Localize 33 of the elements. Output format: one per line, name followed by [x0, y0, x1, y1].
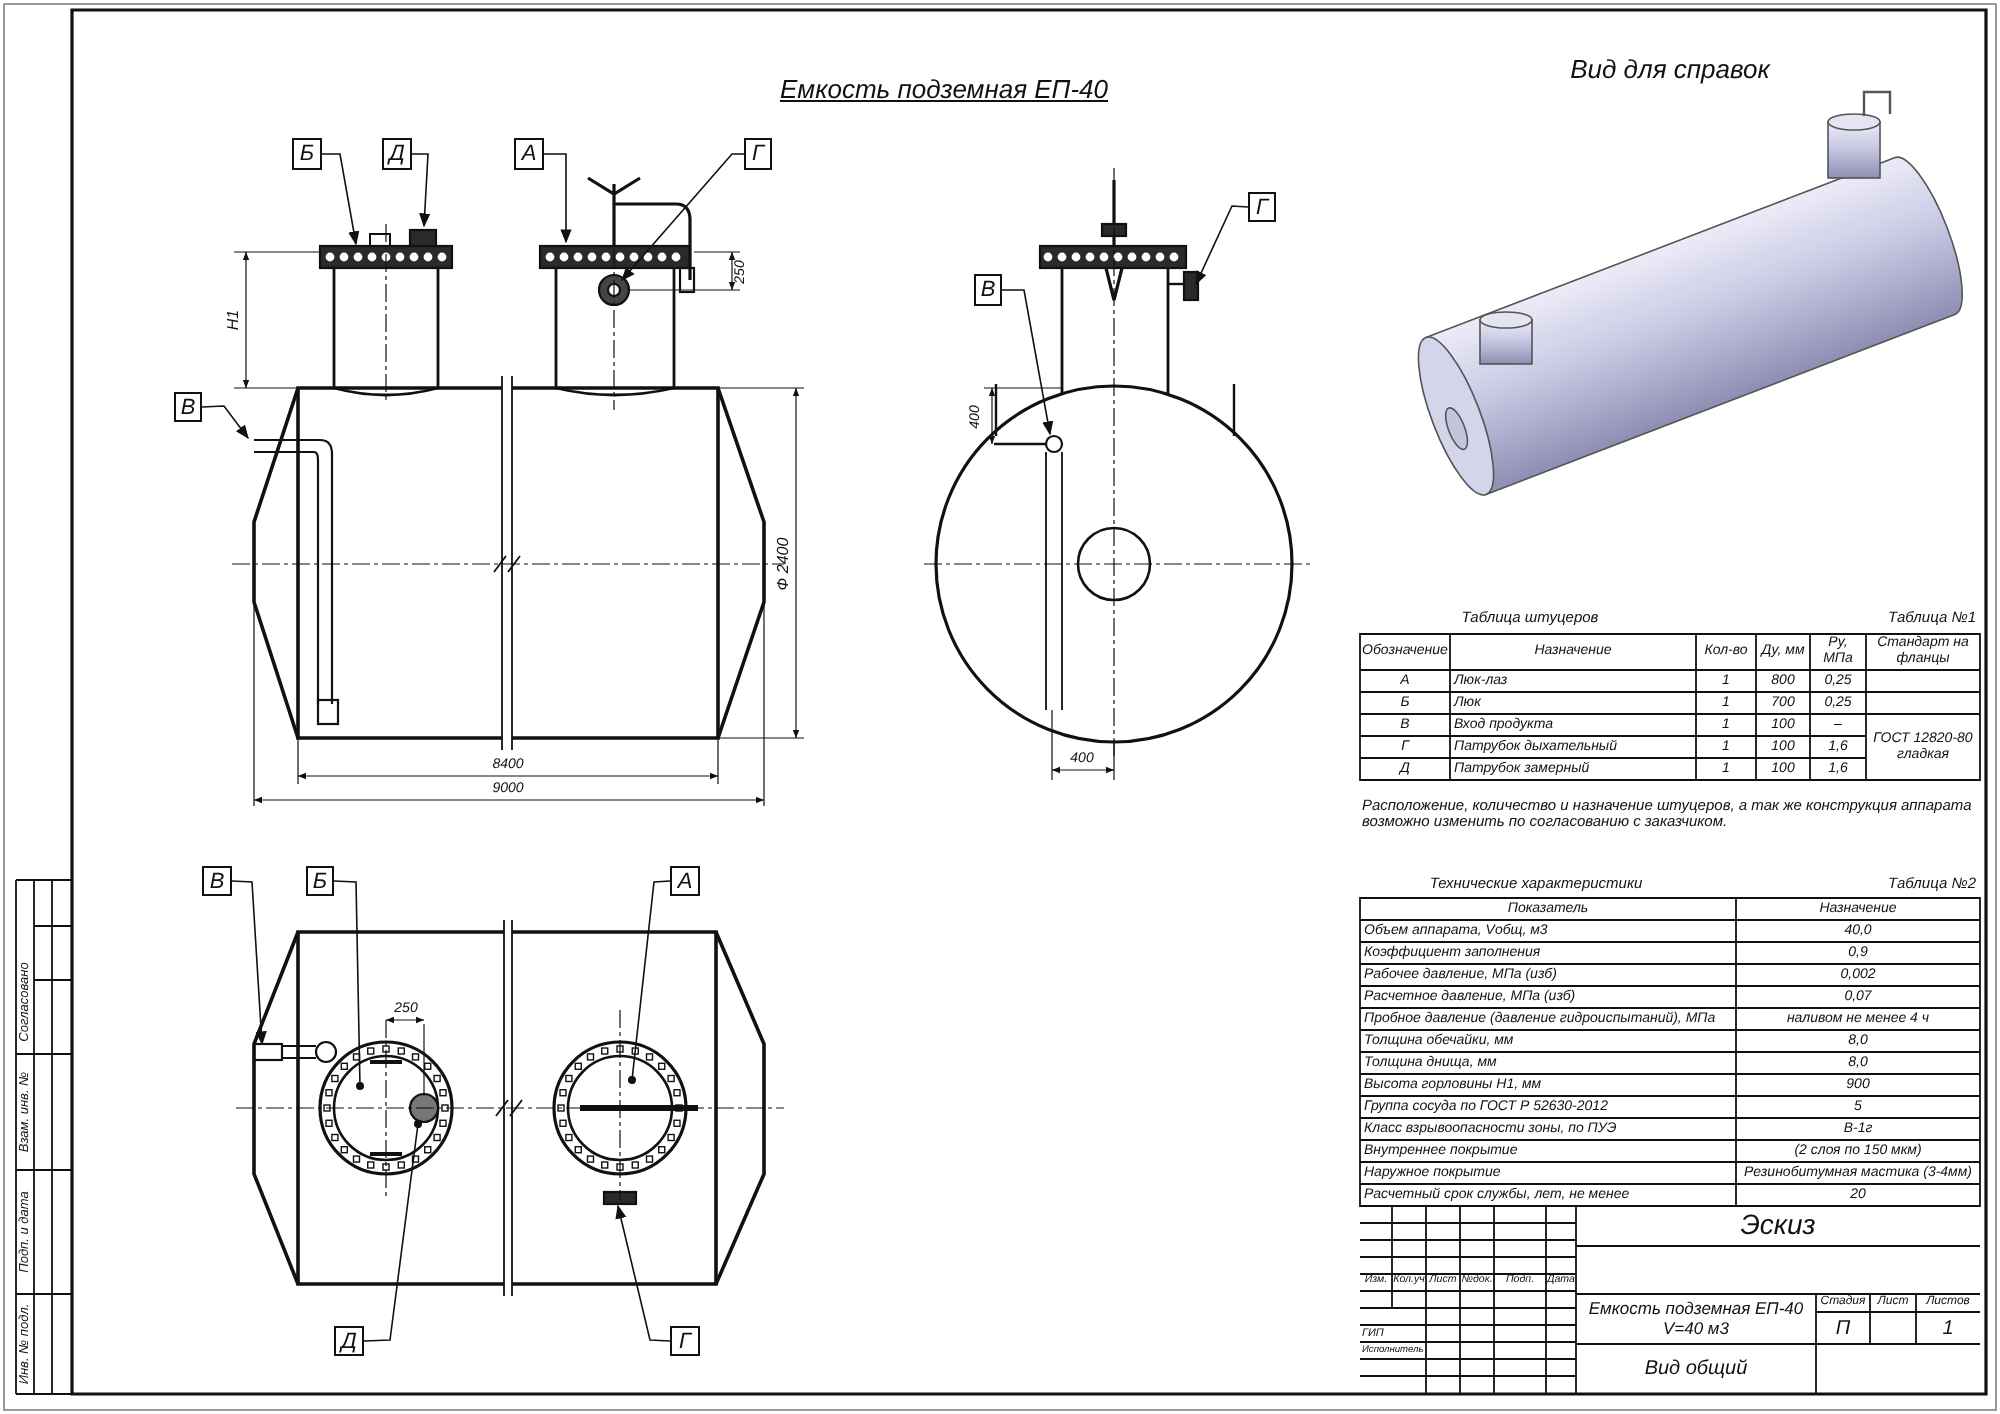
callout-letter: Б: [306, 866, 334, 896]
leader-line: [321, 153, 360, 246]
dimension-text: Н1: [224, 307, 244, 335]
leader-line: [1195, 205, 1249, 286]
callout-letter: Г: [744, 138, 772, 170]
title-block-text: Вид общий: [1642, 1356, 1750, 1384]
callout-letter: Д: [382, 138, 412, 170]
leader-line: [231, 880, 267, 1046]
callout-letter: Г: [670, 1326, 700, 1356]
leader-line: [411, 153, 431, 228]
callout-letter: В: [202, 866, 232, 896]
dimension-text: Ф 2400: [774, 535, 794, 595]
leader-line: [333, 880, 364, 1090]
callout-letter: В: [974, 274, 1002, 306]
drawing-title: Емкость подземная ЕП-40: [780, 76, 1109, 105]
leader-line: [1001, 289, 1054, 436]
leader-line: [628, 880, 671, 1084]
callout-letter: Б: [292, 138, 322, 170]
leader-line: [201, 405, 249, 440]
callout-letter: В: [174, 392, 202, 422]
callout-letter: А: [670, 866, 700, 896]
leader-line: [363, 1120, 422, 1342]
view-caption: Вид для справок: [1568, 51, 1773, 88]
title-block-text: Емкость подземная ЕП-40 V=40 м3: [1586, 1296, 1806, 1341]
title-block-text: 1: [1940, 1315, 1956, 1343]
callout-letter: Д: [334, 1326, 364, 1356]
callout-letter: Г: [1248, 192, 1276, 222]
leader-line: [615, 1204, 671, 1342]
title-block-text: П: [1833, 1315, 1853, 1343]
callout-letter: А: [514, 138, 544, 170]
leader-line: [543, 153, 572, 244]
leader-line: [621, 153, 745, 282]
title-block-text: Эскиз: [1738, 1206, 1818, 1245]
